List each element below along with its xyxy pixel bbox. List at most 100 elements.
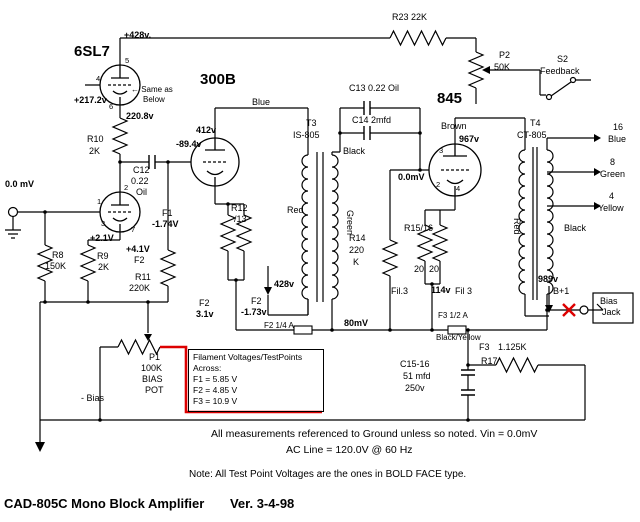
wire-brown: Brown	[441, 121, 467, 131]
b-plus-1-arrow	[545, 305, 553, 313]
tap-16-arrow	[594, 134, 601, 142]
pot-p2	[467, 51, 485, 89]
f3-name: F3	[479, 342, 490, 352]
c12-name: C12	[133, 165, 150, 175]
v-plus428: +428v.	[124, 30, 152, 40]
p1-label1: BIAS	[142, 374, 163, 384]
wire-red-t3: Red	[287, 205, 304, 215]
v-845-grid: 0.0mV	[398, 172, 425, 182]
p2-name: P2	[499, 50, 511, 60]
fuse-f2-label: F2 1/4 A	[264, 321, 294, 330]
v-80: 80mV	[344, 318, 369, 328]
pot-p1	[117, 338, 161, 356]
tubes	[99, 64, 482, 233]
tap-16: 16	[613, 122, 624, 132]
r8-value: 150K	[45, 261, 67, 271]
pin-845-3: 3	[439, 146, 444, 155]
wire-black-t3: Black	[343, 146, 366, 156]
p1-name: P1	[149, 352, 161, 362]
v-plus217: +217.2v	[74, 95, 107, 105]
v-989: 989v	[538, 274, 559, 284]
pin-6sl7-6: 6	[109, 102, 114, 111]
t4-primary-winding	[518, 149, 526, 295]
p1-wiper-arrow	[144, 334, 152, 341]
resistor-r8	[36, 244, 54, 282]
pin-6sl7-3: 3	[101, 219, 106, 228]
t4-name: T4	[530, 118, 541, 128]
v-plus4-1: +4.1V	[126, 244, 150, 254]
bplus-1: B+1	[553, 286, 570, 296]
tap-8-color: Green	[600, 169, 626, 179]
p2-wiper-arrow	[482, 66, 490, 74]
pin-6sl7-1: 1	[97, 197, 102, 206]
input-jack	[7, 206, 19, 218]
resistor-r11	[159, 249, 177, 287]
tap-8-arrow	[594, 168, 601, 176]
tube-6sl7-lower-electrodes	[111, 192, 129, 232]
filament-box-header: Filament Voltages/TestPoints	[193, 352, 303, 362]
pin-6sl7-4: 4	[96, 74, 101, 83]
s2-label: Feedback	[540, 66, 580, 76]
t3-secondary-winding	[331, 154, 339, 300]
t3-leads	[307, 299, 333, 330]
resistor-r17	[495, 356, 539, 374]
t3-primary-winding	[301, 154, 309, 300]
tube-300b-electrodes	[205, 138, 225, 186]
v-428-supply: 428v	[274, 279, 295, 289]
wire-black-yellow: Black/Yellow	[436, 333, 481, 342]
v-plus2-1: +2.1V	[90, 233, 114, 243]
c15-16-value: 51 mfd	[403, 371, 431, 381]
version-label: Ver. 3-4-98	[229, 496, 295, 511]
fil3-a: Fil.3	[391, 286, 409, 296]
c14-label: C14 2mfd	[352, 115, 392, 125]
resistor-r15	[416, 224, 434, 262]
t4-model: CT-805	[517, 130, 547, 140]
tap-4-arrow	[594, 202, 601, 210]
filament-box-f1: F1 = 5.85 V	[193, 374, 238, 384]
r14-name: R14	[349, 233, 366, 243]
bias-jack-box	[592, 292, 634, 324]
tap-16-color: Blue	[608, 134, 627, 144]
v-412: 412v	[196, 125, 217, 135]
page-title: CAD-805C Mono Block Amplifier Ver. 3-4-9…	[4, 496, 294, 511]
tube-845-label: 845	[437, 90, 463, 107]
pin-6sl7-2: 2	[124, 183, 129, 192]
b-plus-428-arrow	[264, 287, 272, 295]
ground-arrow	[35, 442, 45, 452]
resistor-r10	[111, 117, 129, 155]
r17-name: R17	[481, 356, 498, 366]
fil3-b: Fil 3	[455, 286, 473, 296]
wire-red-t4: Red	[512, 218, 522, 235]
v-967: 967v	[459, 134, 480, 144]
r23-label: R23 22K	[392, 12, 428, 22]
note-ac-line: AC Line = 120.0V @ 60 Hz	[286, 444, 413, 456]
p1-value: 100K	[141, 363, 163, 373]
tube-6sl7-label: 6SL7	[74, 43, 110, 60]
red-wire-highlight	[160, 345, 322, 414]
pin-6sl7-7: 7	[131, 225, 136, 234]
product-name: CAD-805C Mono Block Amplifier	[4, 496, 205, 511]
resistors	[36, 29, 539, 374]
r17-value: 1.125K	[498, 342, 527, 352]
fuses	[293, 325, 467, 335]
transformer-t4	[518, 147, 554, 300]
r10-name: R10	[87, 134, 104, 144]
transformer-t3	[301, 152, 339, 330]
c12-type: Oil	[136, 187, 147, 197]
r15-16-name: R15/16	[404, 223, 434, 233]
filament-box-f3: F3 = 10.9 V	[193, 396, 238, 406]
fuse-f3	[447, 325, 467, 335]
tube-300b-label: 300B	[200, 71, 236, 88]
pin-6sl7-5: 5	[125, 56, 130, 65]
filament-voltages-box: Filament Voltages/TestPoints Across: F1 …	[188, 349, 324, 412]
c15-16-name: C15-16	[400, 359, 430, 369]
t3-name: T3	[306, 118, 317, 128]
tap-8: 8	[610, 157, 616, 167]
filament-box-f2: F2 = 4.85 V	[193, 385, 238, 395]
resistor-r23	[389, 29, 447, 47]
bias-jack-line2: Jack	[602, 307, 621, 317]
resistor-r16	[431, 224, 449, 262]
c12-value: 0.22	[131, 176, 149, 186]
capacitors	[148, 101, 475, 396]
